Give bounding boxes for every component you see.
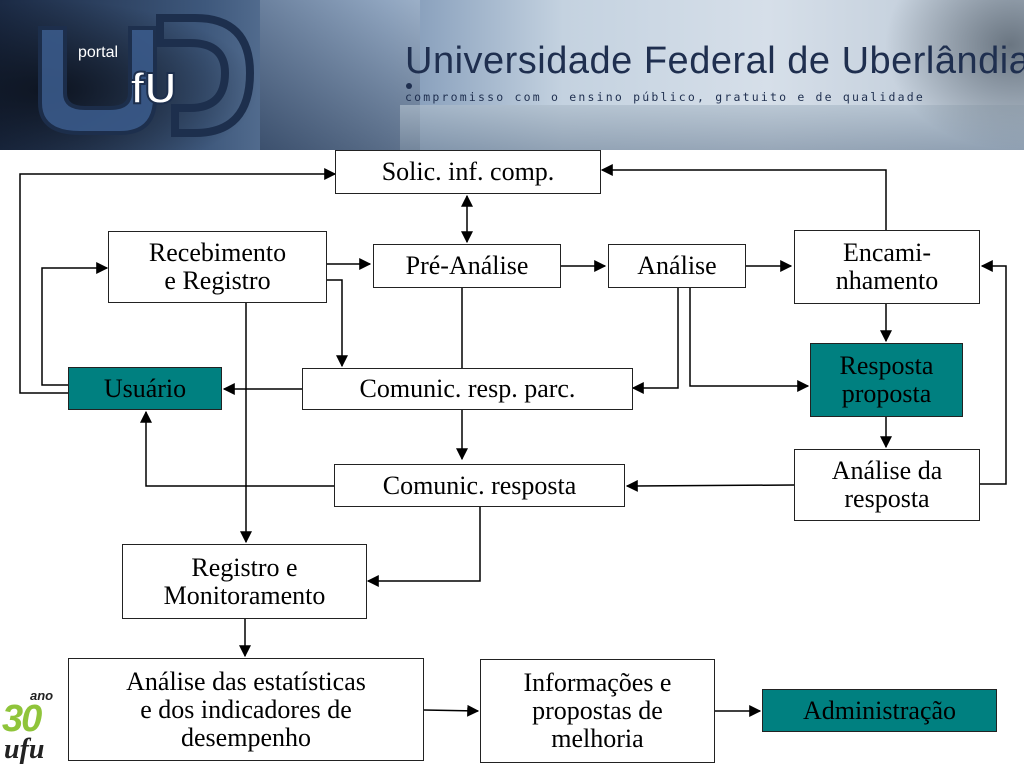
- node-label: Análise: [637, 251, 717, 280]
- node-comunic-resposta: Comunic. resposta: [334, 464, 625, 507]
- node-label: Pré-Análise: [405, 251, 529, 280]
- arrow-recebimento-comunicparc: [327, 279, 348, 368]
- node-label: Análise da: [831, 456, 943, 485]
- arrow-analiseestat-informacoes: [423, 704, 480, 717]
- node-administracao: Administração: [762, 689, 997, 732]
- node-comunic-resp-parc: Comunic. resp. parc.: [302, 368, 633, 410]
- arrow-analise-respostaproposta: [689, 288, 810, 392]
- node-label: proposta: [841, 379, 932, 408]
- arrow-analiseresposta-encaminhamento: [980, 260, 1007, 485]
- header-banner: fU portal Universidade Federal de Uberlâ…: [0, 0, 1024, 150]
- node-usuario: Usuário: [68, 367, 222, 410]
- node-informacoes-propostas: Informações e propostas de melhoria: [480, 659, 715, 763]
- node-label: Registro e: [191, 552, 298, 582]
- node-label: Resposta: [839, 351, 934, 380]
- arrow-comunicresposta-registro: [366, 507, 481, 587]
- node-analise: Análise: [608, 244, 746, 288]
- arrow-comunicresposta-usuario: [140, 410, 334, 487]
- node-label: Comunic. resposta: [382, 470, 577, 500]
- node-pre-analise: Pré-Análise: [373, 244, 561, 288]
- node-label: nhamento: [835, 266, 939, 295]
- node-resposta-proposta: Resposta proposta: [810, 343, 963, 417]
- arrow-encaminhamento-solic: [600, 164, 887, 230]
- banner-foliage: [884, 0, 1024, 150]
- node-solic-inf-comp: Solic. inf. comp.: [335, 150, 601, 194]
- portal-logo-label: portal: [78, 44, 119, 61]
- svg-text:fU: fU: [130, 64, 176, 113]
- node-analise-da-resposta: Análise da resposta: [794, 449, 980, 521]
- node-label: desempenho: [181, 722, 311, 752]
- node-label: Análise das estatísticas: [126, 666, 366, 696]
- node-label: Usuário: [103, 373, 187, 403]
- node-label: melhoria: [551, 724, 644, 753]
- university-title: Universidade Federal de Uberlândia: [405, 40, 1024, 82]
- logo-ano-text: ano: [30, 688, 54, 703]
- university-slogan: compromisso com o ensino público, gratui…: [405, 90, 926, 104]
- node-label: Informações e: [523, 668, 672, 697]
- logo-ufu-text: ufu: [4, 734, 45, 765]
- node-label: Monitoramento: [163, 580, 326, 610]
- logo-30-number: 30: [2, 698, 42, 740]
- node-label: Encami-: [842, 238, 932, 267]
- arrow-analiseresposta-comunicresposta: [625, 479, 795, 492]
- node-encaminhamento: Encami- nhamento: [794, 230, 980, 304]
- banner-city-image: [260, 0, 420, 150]
- node-label: e Registro: [164, 266, 271, 295]
- slogan-bullet: [406, 83, 412, 89]
- node-analise-estatisticas: Análise das estatísticas e dos indicador…: [68, 658, 424, 761]
- node-label: Comunic. resp. parc.: [359, 374, 576, 403]
- arrow-analise-comunicparc: [631, 288, 679, 394]
- node-recebimento-registro: Recebimento e Registro: [108, 231, 327, 303]
- node-label: e dos indicadores de: [140, 694, 352, 724]
- node-label: Recebimento: [148, 238, 287, 267]
- node-label: propostas de: [532, 696, 663, 725]
- node-label: resposta: [844, 484, 930, 513]
- node-label: Administração: [802, 695, 957, 725]
- portal-ufu-logo[interactable]: fU: [30, 8, 260, 143]
- node-registro-monitoramento: Registro e Monitoramento: [122, 544, 367, 619]
- node-label: Solic. inf. comp.: [381, 157, 555, 186]
